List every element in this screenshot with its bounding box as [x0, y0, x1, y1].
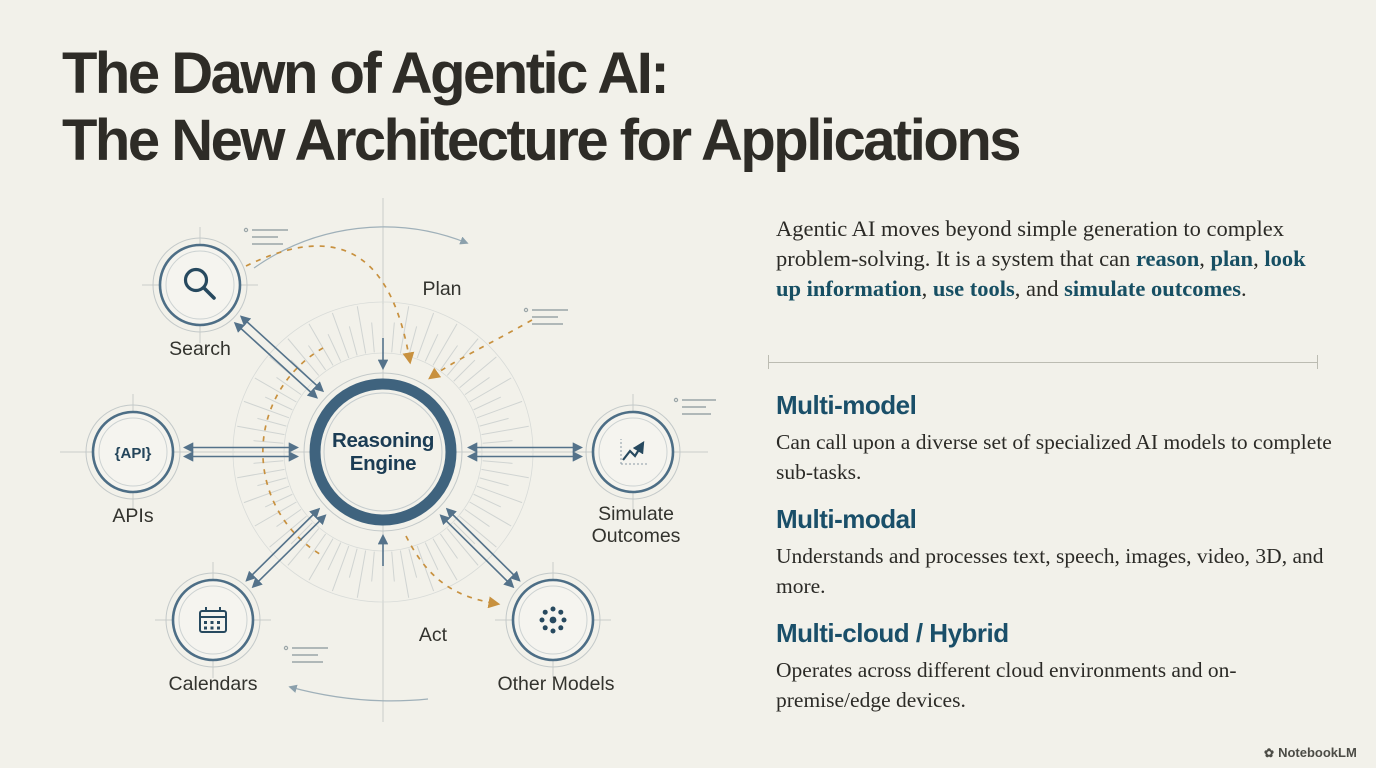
intro-paragraph: Agentic AI moves beyond simple generatio… — [776, 216, 1306, 301]
flow-label-act: Act — [418, 624, 448, 646]
agentic-ai-diagram: {API} — [40, 192, 740, 748]
notebooklm-logo-icon: ✿ — [1264, 745, 1275, 760]
section-body: Understands and processes text, speech, … — [776, 544, 1324, 598]
model-cluster-icon — [539, 606, 567, 634]
section-body: Operates across different cloud environm… — [776, 658, 1237, 712]
section-divider — [768, 355, 1318, 369]
section-title: Multi-cloud / Hybrid — [776, 618, 1009, 648]
other-models-node — [505, 572, 601, 668]
notebooklm-watermark: ✿ NotebookLM — [1264, 745, 1357, 760]
section-title: Multi-model — [776, 390, 917, 420]
note-lines-icon — [283, 645, 328, 663]
node-label-apis: APIs — [112, 505, 154, 527]
note-lines-icon — [673, 397, 716, 415]
node-label-calendars: Calendars — [168, 673, 258, 695]
node-label-other-models: Other Models — [497, 673, 615, 695]
divider-tick-right — [1317, 355, 1318, 369]
page-title: The Dawn of Agentic AI: The New Architec… — [62, 40, 1022, 174]
note-lines-icon — [523, 307, 568, 325]
node-label-search: Search — [169, 338, 231, 360]
page-title-line2: The New Architecture for Applications — [62, 108, 1022, 173]
simulate-outcomes-node — [585, 404, 681, 500]
flow-label-plan: Plan — [422, 278, 462, 300]
search-node — [152, 237, 248, 333]
apis-node: {API} — [85, 404, 181, 500]
diagram-canvas: {API} — [60, 198, 716, 722]
divider-tick-left — [768, 355, 769, 369]
calendars-node — [165, 572, 261, 668]
section-body: Can call upon a diverse set of specializ… — [776, 430, 1332, 484]
node-label-simulate-outcomes: Simulate Outcomes — [591, 503, 681, 547]
section-multi-modal: Multi-modal Understands and processes te… — [776, 504, 1336, 601]
section-multi-cloud-hybrid: Multi-cloud / Hybrid Operates across dif… — [776, 618, 1336, 715]
reasoning-engine-label: Reasoning Engine — [331, 429, 435, 475]
note-lines-icon — [243, 227, 288, 245]
reasoning-engine-node — [303, 372, 463, 532]
trend-chart-icon — [620, 439, 647, 465]
section-multi-model: Multi-model Can call upon a diverse set … — [776, 390, 1336, 487]
notebooklm-brand-text: NotebookLM — [1278, 745, 1357, 760]
divider-line — [769, 361, 1317, 363]
page-title-line1: The Dawn of Agentic AI: — [62, 41, 670, 106]
connection-arrows — [182, 315, 584, 589]
magnifier-icon — [183, 267, 216, 300]
api-braces-icon: {API} — [115, 445, 152, 462]
section-title: Multi-modal — [776, 504, 917, 534]
calendar-icon — [199, 607, 227, 633]
